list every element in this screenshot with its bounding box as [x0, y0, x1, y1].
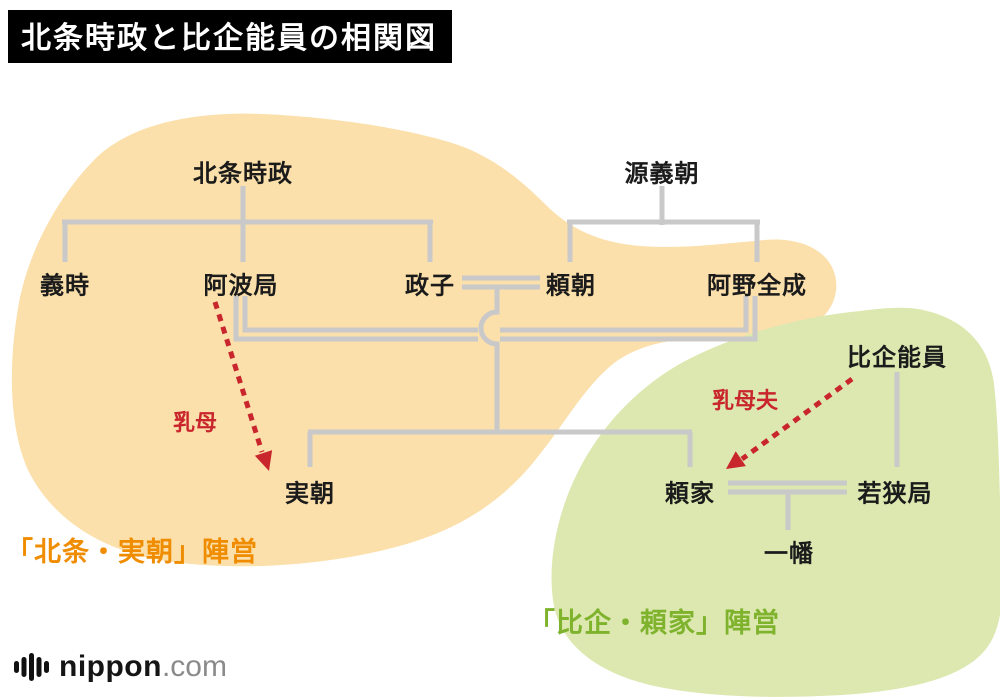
- hiki-camp-blob: [551, 307, 1000, 697]
- wet-nurse-label: 乳母: [172, 410, 218, 435]
- person-ano-zenjo: 阿野全成: [707, 272, 807, 300]
- family-tree-lines: [62, 186, 900, 530]
- sanetomo-yoriie-sibling-bracket: [307, 429, 693, 467]
- hiki-camp-label: 「比企・頼家」陣営: [528, 608, 780, 638]
- person-yoshitoki: 義時: [40, 272, 90, 300]
- wet-nurse-arrowhead: [254, 450, 273, 471]
- wet-nurse-husband-arrow-line: [740, 376, 854, 462]
- awa-zenjo-marriage-line-outer: [233, 296, 758, 342]
- person-yoritomo: 頼朝: [546, 272, 596, 300]
- person-yoriie: 頼家: [665, 480, 715, 508]
- person-hojo-tokimasa: 北条時政: [193, 160, 293, 188]
- nippon-com-logo: nippon.com: [12, 649, 227, 685]
- wet-nurse-husband-arrow: [726, 376, 854, 469]
- logo-text-com: .com: [161, 650, 227, 683]
- person-ichiman: 一幡: [764, 540, 814, 568]
- person-sanetomo: 実朝: [285, 480, 335, 508]
- logo-wordmark: nippon.com: [59, 650, 227, 684]
- yoritomo-descendant-line: [478, 289, 500, 432]
- masako-yoritomo-marriage-line: [462, 275, 540, 290]
- awa-zenjo-marriage-line-inner: [242, 296, 749, 333]
- page-title: 北条時政と比企能員の相関図: [8, 10, 452, 63]
- person-minamoto-yoshitomo: 源義朝: [624, 160, 700, 188]
- wet-nurse-arrow-line: [212, 301, 265, 453]
- wet-nurse-arrow: [212, 301, 273, 471]
- logo-text-nippon: nippon: [59, 650, 162, 683]
- minamoto-children-bracket: [567, 186, 760, 262]
- hojo-children-bracket: [62, 186, 433, 262]
- person-wakasa-no-tsubone: 若狭局: [857, 480, 933, 508]
- nippon-logo-icon: [14, 653, 49, 681]
- person-hiki-yoshikazu: 比企能員: [847, 344, 947, 372]
- person-masako: 政子: [405, 272, 455, 300]
- wet-nurse-husband-arrowhead: [726, 451, 746, 469]
- person-awa-no-tsubone: 阿波局: [203, 272, 279, 300]
- wet-nurse-husband-label: 乳母夫: [711, 388, 779, 413]
- hojo-camp-label: 「北条・実朝」陣営: [6, 537, 258, 567]
